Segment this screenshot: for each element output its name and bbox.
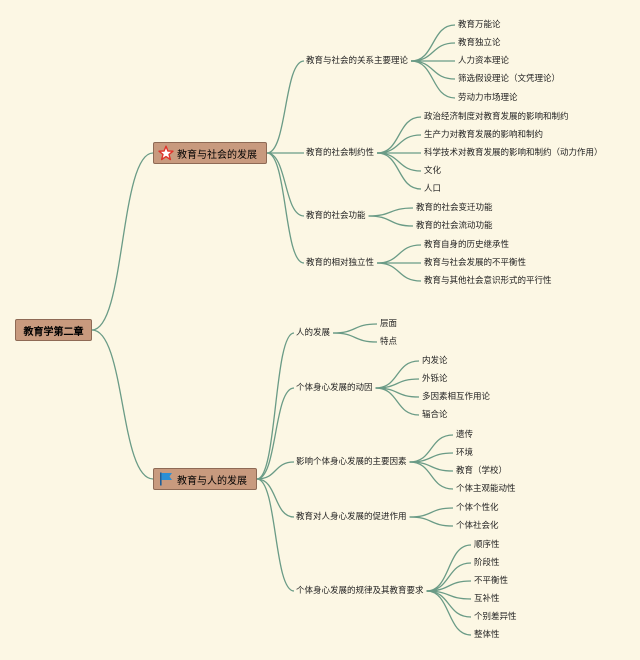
leaf-node[interactable]: 不平衡性 (474, 576, 509, 586)
connector-line (256, 478, 295, 592)
star-icon (158, 145, 174, 161)
connector-line (375, 387, 420, 416)
connector-line (91, 329, 154, 480)
leaf-node[interactable]: 生产力对教育发展的影响和制约 (424, 130, 544, 140)
leaf-node[interactable]: 整体性 (474, 630, 500, 640)
connector-line (426, 544, 472, 592)
root-label: 教育学第二章 (23, 326, 84, 338)
connector-line (377, 262, 422, 282)
leaf-node[interactable]: 劳动力市场理论 (458, 93, 518, 103)
leaf-node[interactable]: 教育的社会变迁功能 (416, 203, 493, 213)
connector-line (409, 507, 454, 518)
connector-line (409, 461, 454, 490)
connector-line (256, 461, 295, 480)
topic-social-functions[interactable]: 教育的社会功能 (306, 211, 366, 221)
leaf-node[interactable]: 外铄论 (422, 374, 448, 384)
leaf-node[interactable]: 科学技术对教育发展的影响和制约（动力作用） (424, 148, 603, 158)
leaf-node[interactable]: 个体主观能动性 (456, 484, 516, 494)
connector-line (377, 244, 422, 264)
topic-social-constraints[interactable]: 教育的社会制约性 (306, 148, 375, 158)
leaf-node[interactable]: 教育与社会发展的不平衡性 (424, 258, 527, 268)
leaf-node[interactable]: 互补性 (474, 594, 500, 604)
topic-development-causes[interactable]: 个体身心发展的动因 (296, 383, 373, 393)
leaf-node[interactable]: 政治经济制度对教育发展的影响和制约 (424, 112, 569, 122)
connector-line (368, 215, 414, 227)
leaf-node[interactable]: 教育与其他社会意识形式的平行性 (424, 276, 552, 286)
connector-line (410, 60, 456, 99)
leaf-node[interactable]: 教育万能论 (458, 20, 501, 30)
leaf-node[interactable]: 内发论 (422, 356, 448, 366)
branch-society[interactable]: 教育与社会的发展 (153, 142, 267, 164)
connector-line (377, 152, 422, 172)
leaf-node[interactable]: 特点 (380, 337, 398, 347)
topic-education-promotion[interactable]: 教育对人身心发展的促进作用 (296, 512, 407, 522)
connector-line (266, 152, 305, 217)
leaf-node[interactable]: 教育的社会流动功能 (416, 221, 493, 231)
leaf-node[interactable]: 顺序性 (474, 540, 500, 550)
topic-society-theories[interactable]: 教育与社会的关系主要理论 (306, 56, 409, 66)
connector-line (411, 60, 456, 80)
leaf-node[interactable]: 个别差异性 (474, 612, 517, 622)
leaf-node[interactable]: 教育（学校） (456, 466, 508, 476)
leaf-node[interactable]: 环境 (456, 448, 474, 458)
leaf-node[interactable]: 文化 (424, 166, 442, 176)
connector-line (411, 42, 456, 62)
connector-line (256, 478, 295, 518)
leaf-node[interactable]: 遗传 (456, 430, 474, 440)
leaf-node[interactable]: 个体个性化 (456, 503, 499, 513)
topic-human-development[interactable]: 人的发展 (296, 328, 331, 338)
branch-person-label: 教育与人的发展 (177, 475, 247, 487)
connector-line (368, 207, 414, 217)
leaf-node[interactable]: 人口 (424, 184, 442, 194)
leaf-node[interactable]: 层面 (380, 319, 398, 329)
branch-society-label: 教育与社会的发展 (177, 149, 257, 161)
leaf-node[interactable]: 个体社会化 (456, 521, 499, 531)
connector-line (409, 516, 454, 527)
connector-line (256, 387, 295, 480)
root-node[interactable]: 教育学第二章 (15, 319, 92, 341)
connector-line (333, 332, 378, 343)
leaf-node[interactable]: 教育独立论 (458, 38, 501, 48)
connector-line (376, 152, 422, 190)
leaf-node[interactable]: 筛选假设理论（文凭理论） (458, 74, 561, 84)
leaf-node[interactable]: 人力资本理论 (458, 56, 510, 66)
connector-line (266, 152, 305, 264)
topic-main-factors[interactable]: 影响个体身心发展的主要因素 (296, 457, 407, 467)
connector-line (333, 323, 378, 334)
topic-relative-independence[interactable]: 教育的相对独立性 (306, 258, 375, 268)
connector-line (266, 60, 305, 154)
connector-line (426, 590, 472, 636)
connector-line (377, 134, 422, 154)
connector-line (91, 152, 154, 331)
leaf-node[interactable]: 辐合论 (422, 410, 448, 420)
leaf-node[interactable]: 阶段性 (474, 558, 500, 568)
leaf-node[interactable]: 多因素相互作用论 (422, 392, 491, 402)
branch-person[interactable]: 教育与人的发展 (153, 468, 257, 490)
flag-icon (158, 471, 174, 487)
leaf-node[interactable]: 教育自身的历史继承性 (424, 240, 510, 250)
topic-development-laws[interactable]: 个体身心发展的规律及其教育要求 (296, 586, 424, 596)
connector-line (256, 332, 295, 480)
